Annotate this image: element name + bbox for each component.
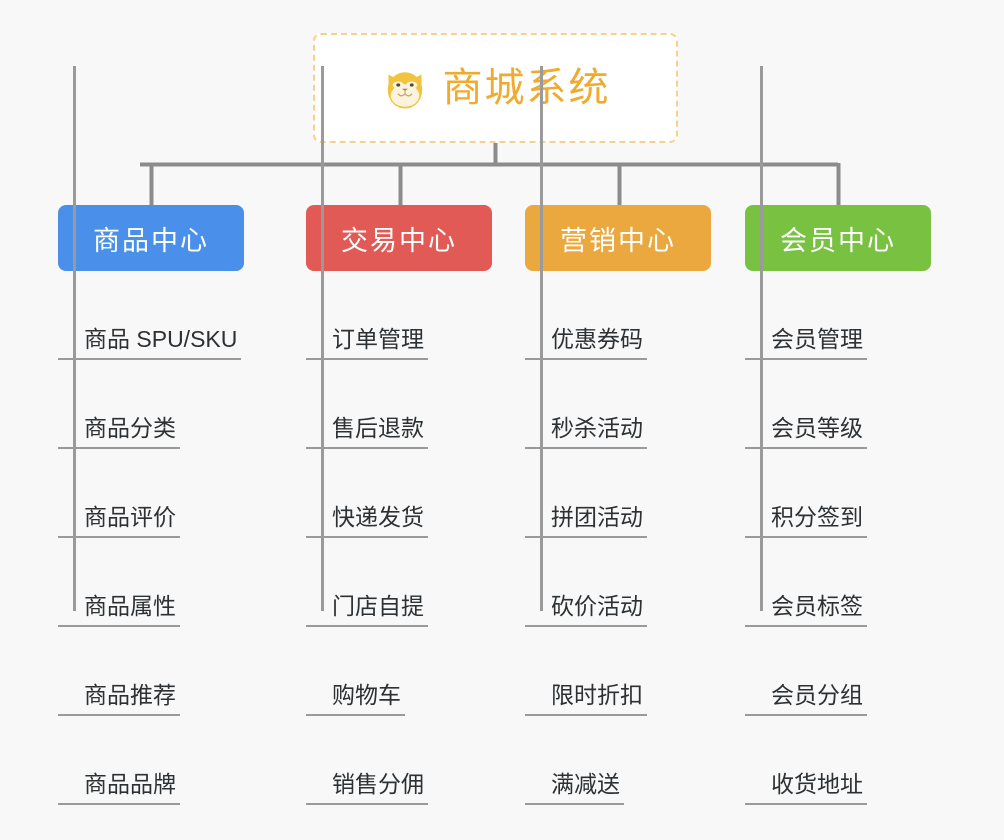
leaf-item[interactable]: 快递发货 xyxy=(306,449,428,538)
leaf-item[interactable]: 订单管理 xyxy=(306,271,428,360)
leaf-label: 会员分组 xyxy=(745,682,867,716)
leaf-item[interactable]: 销售分佣 xyxy=(306,716,428,805)
leaf-item[interactable]: 门店自提 xyxy=(306,538,428,627)
leaf-label: 商品评价 xyxy=(58,504,180,538)
column-spine-0 xyxy=(73,66,76,611)
leaf-list-3: 会员管理 会员等级 积分签到 会员标签 会员分组 收货地址 xyxy=(745,271,867,805)
leaf-label: 商品分类 xyxy=(58,415,180,449)
leaf-item[interactable]: 商品品牌 xyxy=(58,716,241,805)
leaf-item[interactable]: 会员管理 xyxy=(745,271,867,360)
leaf-label: 优惠券码 xyxy=(525,326,647,360)
leaf-label: 会员标签 xyxy=(745,593,867,627)
leaf-item[interactable]: 收货地址 xyxy=(745,716,867,805)
leaf-item[interactable]: 购物车 xyxy=(306,627,428,716)
shiba-dog-face-icon xyxy=(387,72,422,109)
category-box-0[interactable]: 商品中心 xyxy=(58,205,244,271)
leaf-item[interactable]: 积分签到 xyxy=(745,449,867,538)
leaf-item[interactable]: 商品属性 xyxy=(58,538,241,627)
leaf-label: 积分签到 xyxy=(745,504,867,538)
leaf-label: 砍价活动 xyxy=(525,593,647,627)
column-spine-3 xyxy=(760,66,763,611)
branch-column-3: 会员中心 xyxy=(745,205,931,271)
leaf-item[interactable]: 拼团活动 xyxy=(525,449,647,538)
leaf-label: 商品品牌 xyxy=(58,771,180,805)
leaf-label: 限时折扣 xyxy=(525,682,647,716)
category-box-3[interactable]: 会员中心 xyxy=(745,205,931,271)
leaf-list-1: 订单管理 售后退款 快递发货 门店自提 购物车 销售分佣 xyxy=(306,271,428,805)
leaf-item[interactable]: 满减送 xyxy=(525,716,647,805)
leaf-label: 收货地址 xyxy=(745,771,867,805)
branch-column-0: 商品中心 xyxy=(58,205,244,271)
leaf-label: 会员管理 xyxy=(745,326,867,360)
leaf-item[interactable]: 商品推荐 xyxy=(58,627,241,716)
category-box-1[interactable]: 交易中心 xyxy=(306,205,492,271)
category-title-1: 交易中心 xyxy=(341,225,457,256)
leaf-label: 销售分佣 xyxy=(306,771,428,805)
root-title: 商城系统 xyxy=(442,66,611,110)
category-title-0: 商品中心 xyxy=(93,225,209,256)
category-box-2[interactable]: 营销中心 xyxy=(525,205,711,271)
leaf-label: 商品推荐 xyxy=(58,682,180,716)
column-spine-1 xyxy=(321,66,324,611)
branch-column-2: 营销中心 xyxy=(525,205,711,271)
leaf-item[interactable]: 商品评价 xyxy=(58,449,241,538)
column-spine-2 xyxy=(540,66,543,611)
leaf-label: 订单管理 xyxy=(306,326,428,360)
category-title-2: 营销中心 xyxy=(560,225,676,256)
leaf-label: 秒杀活动 xyxy=(525,415,647,449)
leaf-label: 满减送 xyxy=(525,771,624,805)
leaf-item[interactable]: 会员等级 xyxy=(745,360,867,449)
leaf-label: 购物车 xyxy=(306,682,405,716)
leaf-label: 拼团活动 xyxy=(525,504,647,538)
leaf-item[interactable]: 商品 SPU/SKU xyxy=(58,271,242,360)
leaf-label: 商品 SPU/SKU xyxy=(58,326,242,360)
leaf-item[interactable]: 秒杀活动 xyxy=(525,360,647,449)
leaf-item[interactable]: 会员分组 xyxy=(745,627,867,716)
leaf-label: 商品属性 xyxy=(58,593,180,627)
leaf-label: 会员等级 xyxy=(745,415,867,449)
leaf-item[interactable]: 售后退款 xyxy=(306,360,428,449)
leaf-item[interactable]: 商品分类 xyxy=(58,360,241,449)
leaf-item[interactable]: 优惠券码 xyxy=(525,271,647,360)
leaf-label: 售后退款 xyxy=(306,415,428,449)
leaf-list-0: 商品 SPU/SKU 商品分类 商品评价 商品属性 商品推荐 商品品牌 xyxy=(58,271,242,805)
branch-column-1: 交易中心 xyxy=(306,205,492,271)
leaf-label: 门店自提 xyxy=(306,593,428,627)
leaf-item[interactable]: 限时折扣 xyxy=(525,627,647,716)
root-node[interactable]: 商城系统 xyxy=(313,33,678,143)
leaf-item[interactable]: 砍价活动 xyxy=(525,538,647,627)
leaf-label: 快递发货 xyxy=(306,504,428,538)
category-title-3: 会员中心 xyxy=(780,225,896,256)
leaf-item[interactable]: 会员标签 xyxy=(745,538,867,627)
leaf-list-2: 优惠券码 秒杀活动 拼团活动 砍价活动 限时折扣 满减送 xyxy=(525,271,647,805)
